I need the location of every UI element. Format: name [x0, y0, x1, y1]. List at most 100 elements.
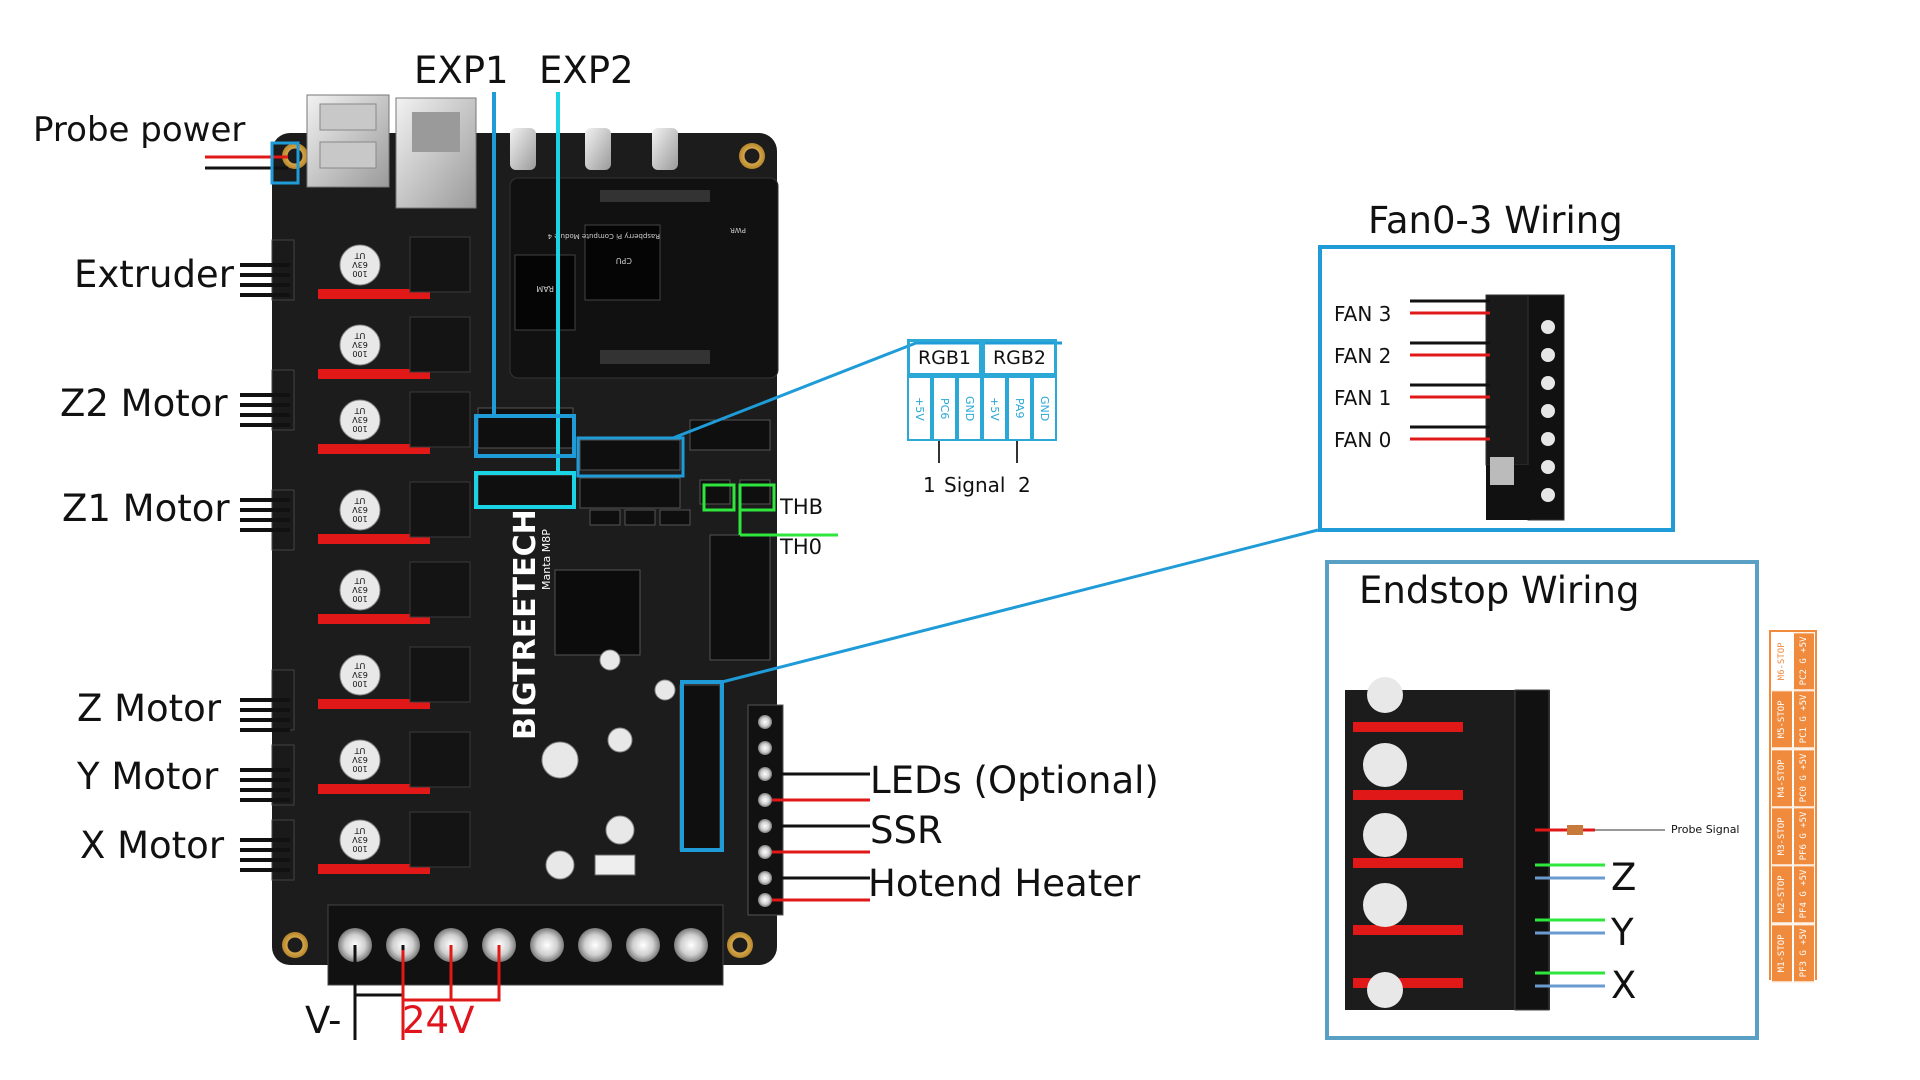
- driver-header-red: [318, 864, 430, 874]
- axis-x-label: X: [1611, 964, 1637, 1007]
- driver-capacitor: [339, 489, 381, 531]
- fuse: [594, 854, 636, 876]
- driver-capacitor: [339, 324, 381, 366]
- capacitor: [605, 815, 635, 845]
- capacitor-text: 63V: [352, 415, 368, 424]
- endstop-tab-pins: PC1 G +5V: [1793, 690, 1815, 749]
- model-text: Manta M8P: [540, 529, 553, 590]
- motor-label-x: X Motor: [80, 824, 225, 867]
- probe-signal-label: Probe Signal: [1671, 823, 1740, 836]
- mount-hole: [282, 932, 308, 958]
- cm4-label: Raspberry Pi Compute Module 4: [547, 232, 660, 240]
- capacitor-text: UT: [355, 496, 366, 505]
- capacitor-text: 63V: [352, 260, 368, 269]
- v24-label: 24V: [402, 999, 475, 1042]
- driver-capacitor: [339, 399, 381, 441]
- driver-header-red: [318, 289, 430, 299]
- mount-hole: [727, 932, 753, 958]
- endstop-tab-name: M2-STOP: [1771, 865, 1793, 924]
- exp1-highlight: [474, 414, 576, 458]
- rgb2-text: RGB2: [992, 346, 1047, 369]
- rgb-pin: PC6: [932, 376, 957, 441]
- rgb-pin: GND: [957, 376, 982, 441]
- rgb-panel: RGB1 RGB2 +5V PC6 GND +5V PA9 GND: [907, 339, 1057, 441]
- driver-capacitor: [339, 819, 381, 861]
- motor-label-z: Z Motor: [77, 687, 222, 730]
- exp2-highlight: [474, 471, 576, 509]
- ram-label: RAM: [536, 284, 554, 293]
- capacitor-text: 100: [352, 764, 367, 773]
- capacitor-text: UT: [355, 406, 366, 415]
- capacitor-text: 100: [352, 514, 367, 523]
- driver-header-red: [318, 699, 430, 709]
- rgb-pin: GND: [1032, 376, 1057, 441]
- capacitor-text: UT: [355, 746, 366, 755]
- driver-capacitor: [339, 739, 381, 781]
- capacitor-text: 63V: [352, 340, 368, 349]
- thb-label: THB: [780, 495, 824, 519]
- rgb-header-highlight: [576, 436, 685, 478]
- th0-highlight: [702, 483, 736, 512]
- endstop-tab-name: M3-STOP: [1771, 807, 1793, 866]
- driver-header-red: [318, 534, 430, 544]
- capacitor: [599, 649, 621, 671]
- usb-c-port: [510, 128, 536, 170]
- usb-c-port: [585, 128, 611, 170]
- driver-pin-block: [409, 731, 471, 788]
- fan-panel: FAN 3 FAN 2 FAN 1 FAN 0: [1318, 245, 1675, 532]
- driver-pin-block: [409, 646, 471, 703]
- probe-power-highlight: [270, 141, 300, 185]
- vminus-label: V-: [305, 999, 342, 1042]
- endstop-tab-pins: PC2 G +5V: [1793, 632, 1815, 691]
- endstop-tab-pins: PC0 G +5V: [1793, 748, 1815, 807]
- rgb-leader: [672, 341, 1062, 440]
- thb-highlight: [738, 483, 776, 512]
- endstop-tab-pins: PF3 G +5V: [1793, 923, 1815, 982]
- fan3-label: FAN 3: [1334, 302, 1392, 326]
- capacitor: [541, 741, 579, 779]
- fan0-label: FAN 0: [1334, 428, 1392, 452]
- capacitor-text: UT: [355, 661, 366, 670]
- hotend-label: Hotend Heater: [868, 862, 1141, 905]
- capacitor-text: 100: [352, 424, 367, 433]
- fan-panel-title: Fan0-3 Wiring: [1368, 199, 1623, 242]
- driver-header-red: [318, 369, 430, 379]
- fan-connector-drawing: [1410, 294, 1565, 521]
- driver-pin-block: [409, 391, 471, 448]
- mcu-chip: [554, 569, 641, 656]
- motor-wires: [240, 263, 290, 872]
- capacitor-text: UT: [355, 576, 366, 585]
- capacitor-text: 63V: [352, 585, 368, 594]
- driver-capacitor: [339, 244, 381, 286]
- capacitor-text: 63V: [352, 670, 368, 679]
- rgb-caption-left: 1: [923, 473, 936, 497]
- fan2-label: FAN 2: [1334, 344, 1392, 368]
- rgb-caption-right: 2: [1018, 473, 1031, 497]
- output-wires: [772, 772, 870, 902]
- vminus-wire: [353, 945, 405, 997]
- rgb-caption-mid: Signal: [944, 473, 1006, 497]
- endstop-drawing: [1345, 677, 1665, 1011]
- driver-capacitor: [339, 569, 381, 611]
- mount-hole: [282, 143, 308, 169]
- capacitor-text: 100: [352, 269, 367, 278]
- capacitor-text: 100: [352, 679, 367, 688]
- capacitor-text: 63V: [352, 755, 368, 764]
- exp1-label: EXP1: [414, 49, 509, 92]
- axis-z-label: Z: [1611, 856, 1637, 899]
- capacitor-text: 63V: [352, 835, 368, 844]
- endstop-tab-name: M6-STOP: [1771, 632, 1793, 691]
- driver-header-red: [318, 784, 430, 794]
- motor-label-z1: Z1 Motor: [62, 487, 230, 530]
- fan-header-highlight: [680, 680, 724, 852]
- brand-text: BIGTREETECH: [508, 509, 543, 740]
